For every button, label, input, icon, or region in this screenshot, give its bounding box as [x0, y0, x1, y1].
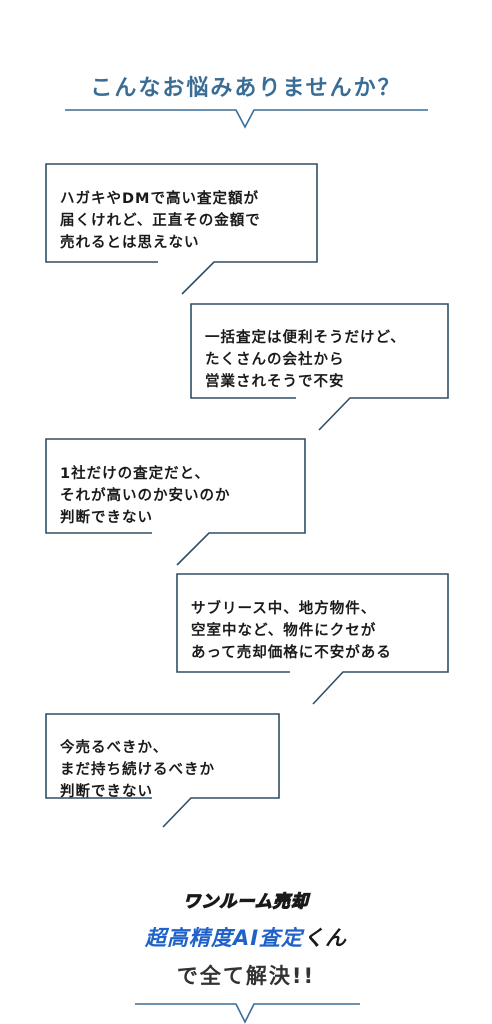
bubble-line: 今売るべきか、	[60, 740, 169, 756]
bubble-line: それが高いのか安いのか	[60, 488, 231, 504]
brand-logo-text: ワンルーム売却	[183, 891, 309, 912]
bubble-line: 判断できない	[60, 510, 153, 526]
concern-bubble-1: ハガキやDMで高い査定額が 届くけれど、正直その金額で 売れるとは思えない	[46, 174, 318, 254]
product-name: 超高精度AI査定くん	[0, 922, 492, 952]
bubble-line: 売れるとは思えない	[60, 235, 200, 251]
product-name-main: 超高精度AI査定	[144, 926, 304, 950]
concern-bubble-2: 一括査定は便利そうだけど、 たくさんの会社から 営業されそうで不安	[191, 313, 449, 393]
concern-bubble-4: サブリース中、地方物件、 空室中など、物件にクセが あって売却価格に不安がある	[177, 584, 449, 664]
header-underline	[65, 109, 428, 129]
page-title: こんなお悩みありませんか？	[90, 76, 402, 101]
bubble-line: 空室中など、物件にクセが	[191, 623, 377, 639]
product-name-tail: くん	[303, 926, 348, 950]
concern-bubble-5: 今売るべきか、 まだ持ち続けるべきか 判断できない	[46, 723, 280, 803]
bubble-line: 一括査定は便利そうだけど、	[205, 330, 406, 346]
bubble-outline-2	[190, 303, 449, 431]
bubble-outline-1	[45, 163, 318, 295]
bubble-line: 営業されそうで不安	[205, 374, 345, 390]
bubble-outline-3	[45, 438, 306, 566]
concern-bubble-3: 1社だけの査定だと、 それが高いのか安いのか 判断できない	[46, 449, 306, 529]
bubble-outline-4	[176, 573, 449, 705]
bubble-line: 判断できない	[60, 784, 153, 800]
footer-underline	[135, 1003, 360, 1024]
bubble-line: たくさんの会社から	[205, 352, 345, 368]
solution-tagline: で全て解決!!	[176, 964, 316, 988]
bubble-line: 1社だけの査定だと、	[60, 466, 211, 482]
bubble-line: あって売却価格に不安がある	[191, 645, 392, 661]
bubble-line: 届くけれど、正直その金額で	[60, 213, 261, 229]
bubble-outline-5	[45, 713, 280, 828]
bubble-line: ハガキやDMで高い査定額が	[60, 191, 259, 207]
bubble-line: まだ持ち続けるべきか	[60, 762, 215, 778]
bubble-line: サブリース中、地方物件、	[191, 601, 377, 617]
